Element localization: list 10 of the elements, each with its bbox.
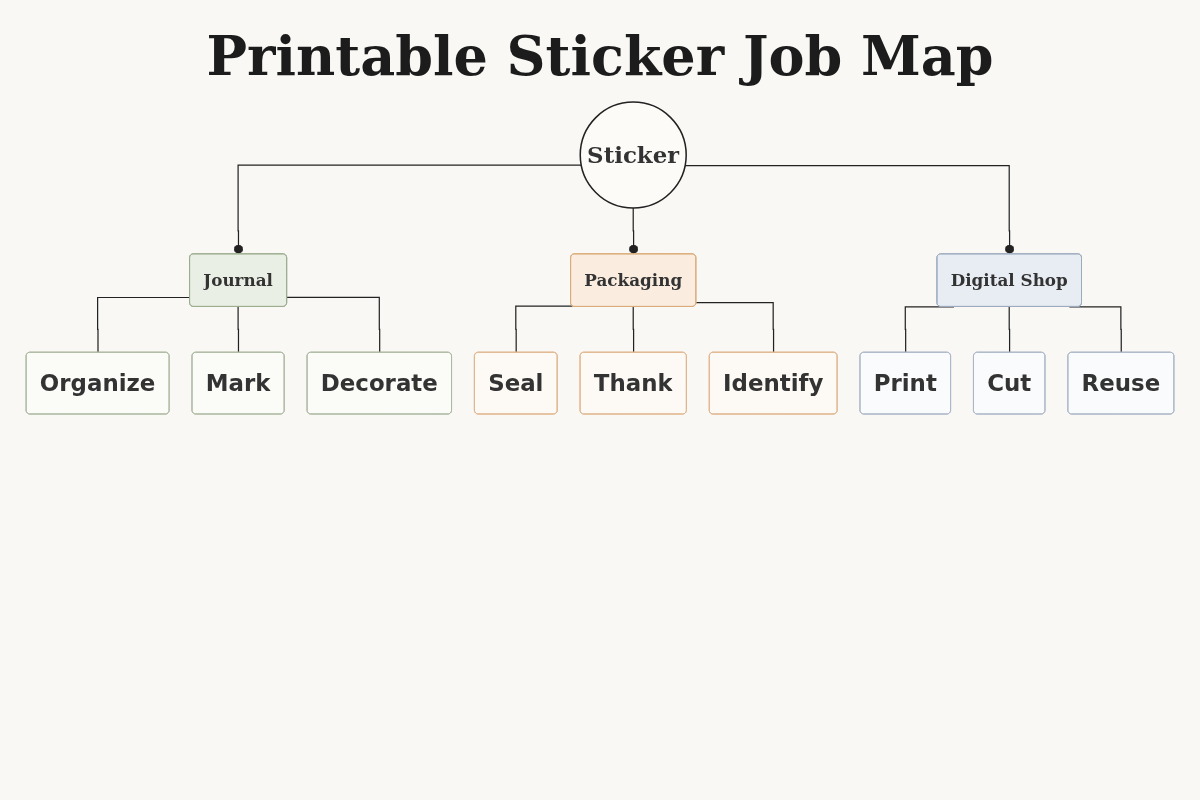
title: Printable Sticker Job Map: [206, 24, 994, 88]
connector: [237, 306, 240, 354]
connector: [286, 296, 381, 354]
node-circle: Sticker: [579, 101, 687, 209]
connector: [632, 306, 635, 354]
connector: [629, 207, 639, 255]
connector: [233, 164, 582, 255]
connector: [695, 301, 775, 354]
connector: [97, 296, 191, 354]
connector: [1008, 306, 1011, 354]
